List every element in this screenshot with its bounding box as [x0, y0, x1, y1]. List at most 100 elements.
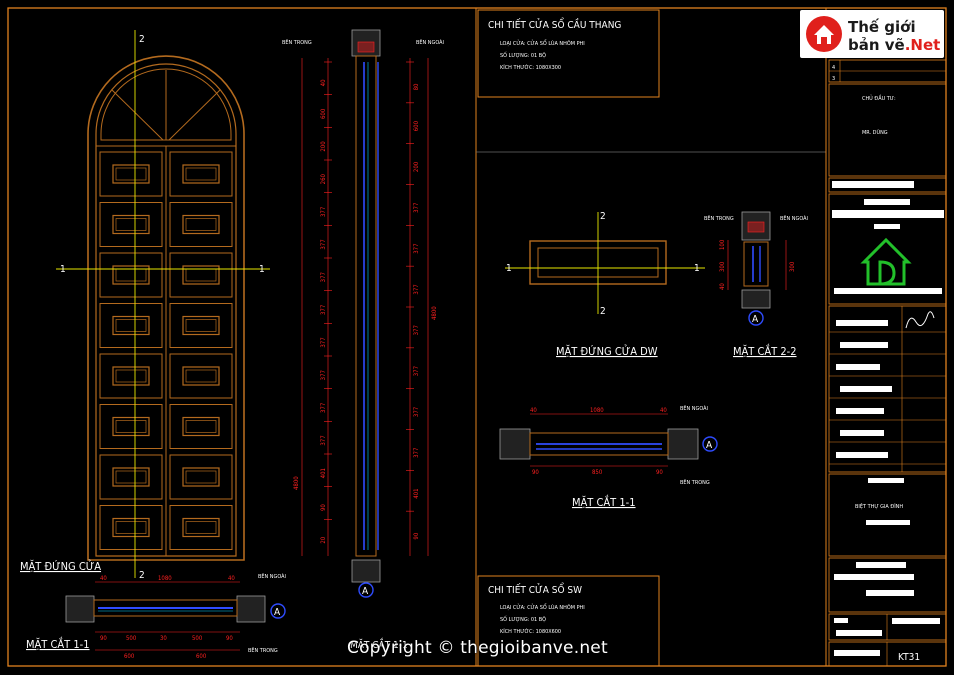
axis-label-bottom: 2: [139, 570, 145, 581]
dim-left-12: 401: [320, 468, 327, 478]
door-vertical-section: BÊN TRONG BÊN NGOÀI A 406002002603773773…: [282, 29, 444, 598]
door-panel-glass-inner: [115, 470, 147, 484]
logo-line-2-main: bản vẽ: [848, 36, 905, 54]
dim-left-9: 377: [320, 370, 327, 380]
door-panel-glass-inner: [115, 369, 147, 383]
signature-row-bar: [840, 386, 892, 392]
drawing-name-bar-3: [866, 590, 914, 596]
w22-dim-2: 300: [719, 261, 726, 272]
window-elevation: 1 1 2 2 MẶT ĐỨNG CỬA DW: [505, 211, 705, 358]
dim-left-5: 377: [320, 239, 327, 249]
door-panel-glass-inner: [185, 218, 217, 231]
door-panel-glass-inner: [185, 268, 217, 282]
axis-label-right: 1: [259, 264, 265, 275]
door-elevation: [87, 55, 245, 561]
label-outside: BÊN NGOÀI: [258, 572, 286, 580]
w22-sill: [741, 289, 771, 309]
company-house-icon: [860, 237, 912, 286]
dim-right-4: 377: [413, 243, 420, 253]
signature-rows: [829, 320, 946, 465]
logo-line-2: bản vẽ.Net: [848, 36, 940, 54]
w11-dim-bottom-2: 850: [592, 469, 603, 476]
door-panel-glass: [182, 517, 220, 538]
w22-label-outside: BÊN NGOÀI: [780, 214, 808, 222]
door-panel-glass-inner: [185, 319, 217, 332]
door-elevation-title: MẶT ĐỨNG CỬA: [20, 559, 101, 573]
section-marker-a: [270, 603, 286, 619]
w22-lintel-detail: [747, 221, 765, 233]
title-block: 4 3 CHỦ ĐẦU TƯ: MR. DŨNG BIỆT THỰ GIA ĐÌ…: [828, 59, 947, 667]
door-vertical-frame: [355, 55, 377, 557]
door-inner-frame: [95, 63, 237, 557]
w22-title: MẶT CẮT 2-2: [733, 344, 797, 358]
company-name-bar: [864, 199, 910, 205]
door-panel: [169, 454, 233, 500]
lintel-detail: [357, 41, 375, 53]
spec-bottom-line2: SỐ LƯỢNG: 01 BỘ: [500, 615, 546, 623]
dim-right-3: 377: [413, 203, 420, 213]
dim-bottom-3: 30: [160, 635, 167, 642]
door-panel-glass: [182, 467, 220, 487]
spec-bottom-line1: LOẠI CỬA: CỬA SỔ LÙA NHÔM PHI: [500, 603, 585, 611]
revision-4: 4: [832, 65, 835, 71]
dim-left-3: 260: [320, 173, 327, 184]
spec-bottom-line3: KÍCH THƯỚC: 1080X600: [500, 628, 561, 635]
spec-box-bottom: [477, 575, 660, 667]
company-bar-frame: [828, 177, 947, 193]
label-outside-vertical: BÊN NGOÀI: [416, 38, 444, 46]
door-section-title: MẶT CẮT 1-1: [26, 637, 90, 651]
door-panel-glass-inner: [185, 470, 217, 484]
signature-row-bar: [840, 430, 884, 436]
w11-marker-a-label: A: [706, 440, 713, 451]
dim-bottom-4: 500: [192, 635, 203, 642]
window-section-1-1: 40 1080 40 BÊN NGOÀI A 90 850 90 BÊN TRO…: [499, 404, 718, 509]
dim-bottom-5: 90: [226, 635, 233, 642]
door-panel: [169, 252, 233, 298]
w11-frame: [529, 432, 669, 456]
spec-bottom-title: CHI TIẾT CỬA SỔ SW: [488, 581, 582, 596]
label-inside: BÊN TRONG: [248, 646, 278, 654]
sheet-label-bar: [834, 650, 880, 656]
w22-dim-1: 100: [719, 239, 726, 250]
door-dimension-labels: 4060020026037737737737737737737737740190…: [320, 61, 420, 544]
door-panel-glass-inner: [115, 167, 147, 181]
project-label-bar: [868, 478, 904, 483]
w11-dim-top-2: 1080: [590, 407, 604, 414]
arch-spoke-right: [168, 89, 221, 141]
door-panel-glass-inner: [185, 420, 217, 433]
drawing-name-box: [828, 557, 947, 613]
w11-dim-bottom-3: 90: [656, 469, 663, 476]
company-address-bar: [834, 288, 942, 294]
door-leaf-plan: [93, 599, 238, 617]
door-panel-glass-inner: [115, 268, 147, 282]
door-panel: [169, 353, 233, 399]
dim-right-8: 377: [413, 407, 420, 417]
dim-left-13: 90: [320, 504, 327, 511]
door-panel-glass: [112, 265, 150, 285]
w11-wall-left: [499, 428, 531, 460]
dim-right-10: 401: [413, 488, 420, 498]
door-panel: [99, 404, 163, 449]
company-box: [828, 193, 947, 305]
scale-box: [828, 613, 947, 641]
company-subtitle-bar: [832, 210, 944, 218]
dim-left-14: 20: [320, 536, 327, 543]
scale-bar-1: [834, 618, 848, 623]
section-marker-a-door: [358, 582, 374, 598]
faded-section-title: MẶT CẮT 1-1: [350, 637, 408, 651]
door-panel: [99, 151, 163, 197]
door-panel: [99, 454, 163, 500]
dim-bottom-2: 500: [126, 635, 137, 642]
door-panel: [169, 151, 233, 197]
door-panel-glass-inner: [185, 167, 217, 181]
w11-title: MẶT CẮT 1-1: [572, 495, 636, 509]
wall-left: [65, 595, 95, 623]
door-panel-glass: [112, 467, 150, 487]
door-panel-glass: [112, 315, 150, 336]
door-panel-glass: [182, 164, 220, 184]
door-panel-glass-inner: [185, 369, 217, 383]
door-panel-glass: [182, 265, 220, 285]
dim-left-0: 40: [320, 79, 327, 86]
w11-dim-top-1: 40: [530, 407, 537, 414]
